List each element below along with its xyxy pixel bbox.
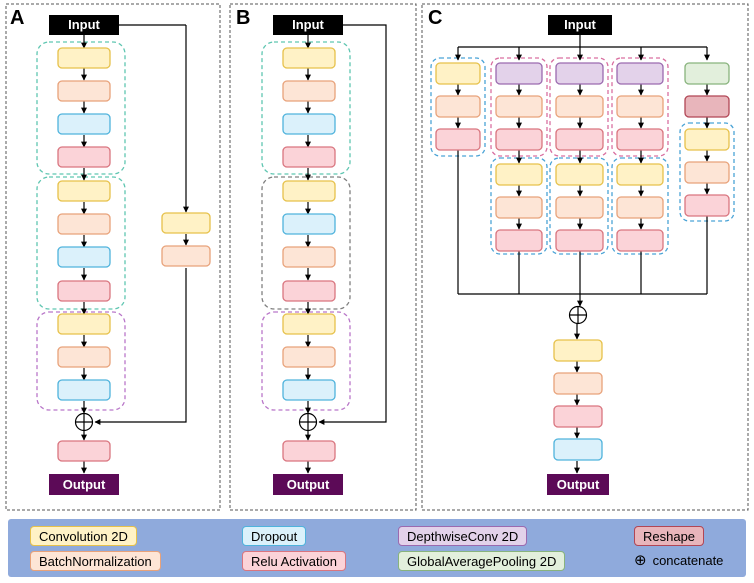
depthwise-conv2d-block (555, 62, 604, 85)
conv2d-block (616, 163, 664, 186)
relu-block (282, 280, 336, 302)
conv2d-block (282, 180, 336, 202)
panel-c-letter: C (428, 7, 442, 29)
dropout-block (57, 113, 111, 135)
input-label: Input (564, 17, 596, 32)
panel-a-border (5, 3, 221, 511)
panel-b-border (229, 3, 417, 511)
panel-b: Input (261, 15, 387, 495)
output-block (547, 474, 609, 495)
concatenate-icon: ⊕ (634, 551, 647, 569)
batchnorm-block (684, 161, 730, 184)
legend-dropout: Dropout (242, 526, 307, 546)
depthwise-conv2d-block (495, 62, 543, 85)
batchnorm-block (495, 196, 543, 219)
reshape-block (684, 95, 730, 118)
batchnorm-block (57, 213, 111, 235)
conv2d-block (495, 163, 543, 186)
architecture-diagram: A B C Input (5, 3, 749, 511)
relu-block (435, 128, 481, 151)
input-block (273, 15, 343, 35)
panel-c: Input (430, 15, 735, 495)
conv2d-block (553, 339, 603, 362)
conv2d-block (282, 313, 336, 335)
group-box-pink (549, 57, 609, 157)
legend-reshape: Reshape (634, 526, 705, 546)
group-box-blue (549, 157, 609, 255)
dropout-block (553, 438, 603, 461)
conv2d-block (57, 47, 111, 69)
shortcut-conv2d-block (161, 212, 211, 234)
relu-block (553, 405, 603, 428)
relu-block (616, 229, 664, 252)
panel-a: Input (36, 15, 211, 495)
relu-block (495, 128, 543, 151)
dropout-block (282, 379, 336, 401)
input-label: Input (68, 17, 100, 32)
relu-block (57, 440, 111, 462)
global-avg-pooling-block (684, 62, 730, 85)
group-box-teal (36, 41, 126, 175)
batchnorm-block (282, 246, 336, 268)
legend-concatenate: ⊕ concatenate (634, 550, 723, 571)
legend-conv2d: Convolution 2D (30, 526, 137, 546)
legend: Convolution 2D BatchNormalization Dropou… (8, 519, 746, 577)
concatenate-icon (298, 412, 318, 432)
dropout-block (57, 379, 111, 401)
batchnorm-block (616, 95, 664, 118)
shortcut-batchnorm-block (161, 245, 211, 267)
legend-batchnorm: BatchNormalization (30, 551, 161, 571)
batchnorm-block (495, 95, 543, 118)
conv2d-block (57, 313, 111, 335)
output-block (49, 474, 119, 495)
input-block (49, 15, 119, 35)
concatenate-icon (74, 412, 94, 432)
legend-depthwise: DepthwiseConv 2D (398, 526, 528, 546)
conv2d-block (282, 47, 336, 69)
group-box-pink (611, 57, 669, 157)
relu-block (684, 194, 730, 217)
output-label: Output (287, 477, 330, 492)
dropout-block (282, 213, 336, 235)
input-block (548, 15, 612, 35)
output-label: Output (63, 477, 106, 492)
panel-c-border (421, 3, 749, 511)
batchnorm-block (553, 372, 603, 395)
relu-block (282, 440, 336, 462)
group-box-pink (490, 57, 548, 157)
conv2d-block (555, 163, 604, 186)
input-label: Input (292, 17, 324, 32)
batchnorm-block (616, 196, 664, 219)
batchnorm-block (555, 196, 604, 219)
panel-a-letter: A (10, 7, 24, 29)
concatenate-icon (568, 305, 588, 325)
legend-concatenate-label: concatenate (652, 553, 724, 568)
panel-b-letter: B (236, 7, 250, 29)
relu-block (555, 229, 604, 252)
relu-block (282, 146, 336, 168)
relu-block (495, 229, 543, 252)
group-box-teal (261, 41, 351, 175)
batchnorm-block (282, 80, 336, 102)
relu-block (616, 128, 664, 151)
dropout-block (282, 113, 336, 135)
batchnorm-block (57, 80, 111, 102)
batchnorm-block (435, 95, 481, 118)
legend-relu: Relu Activation (242, 551, 346, 571)
conv2d-block (57, 180, 111, 202)
output-label: Output (557, 477, 600, 492)
batchnorm-block (555, 95, 604, 118)
dropout-block (57, 246, 111, 268)
conv2d-block (435, 62, 481, 85)
batchnorm-block (57, 346, 111, 368)
group-box-blue (611, 157, 669, 255)
output-block (273, 474, 343, 495)
relu-block (555, 128, 604, 151)
legend-gap: GlobalAveragePooling 2D (398, 551, 566, 571)
depthwise-conv2d-block (616, 62, 664, 85)
relu-block (57, 146, 111, 168)
batchnorm-block (282, 346, 336, 368)
relu-block (57, 280, 111, 302)
conv2d-block (684, 128, 730, 151)
